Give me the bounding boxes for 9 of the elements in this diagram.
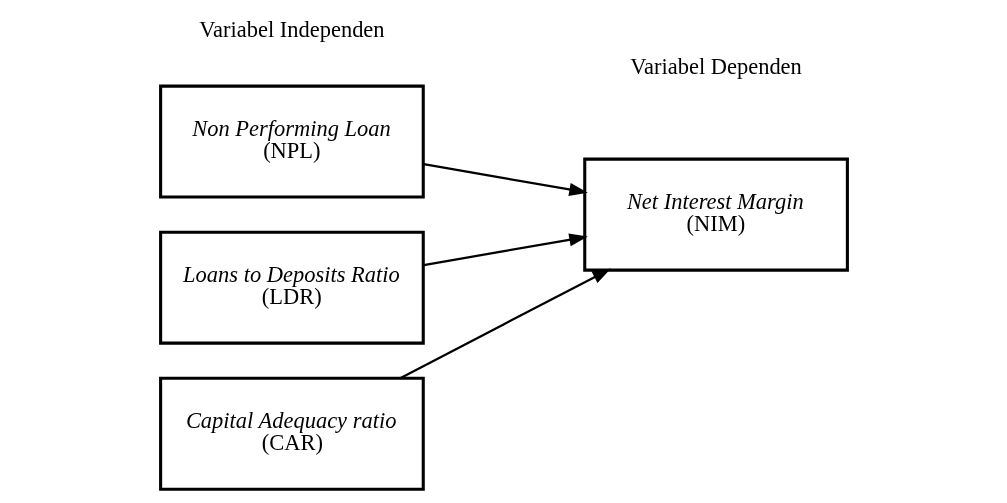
node-box: Loans to Deposits Ratio (LDR): [158, 230, 425, 345]
arrow: [423, 233, 588, 267]
arrow: [399, 268, 611, 380]
arrow: [423, 163, 588, 196]
label: Variabel Independen: [198, 17, 385, 43]
node-box: Net Interest Margin (NIM): [582, 157, 849, 272]
node-box: Non Performing Loan (NPL): [158, 84, 425, 199]
label: Variabel Dependen: [629, 53, 802, 79]
node-box: Capital Adequacy ratio (CAR): [158, 376, 425, 491]
